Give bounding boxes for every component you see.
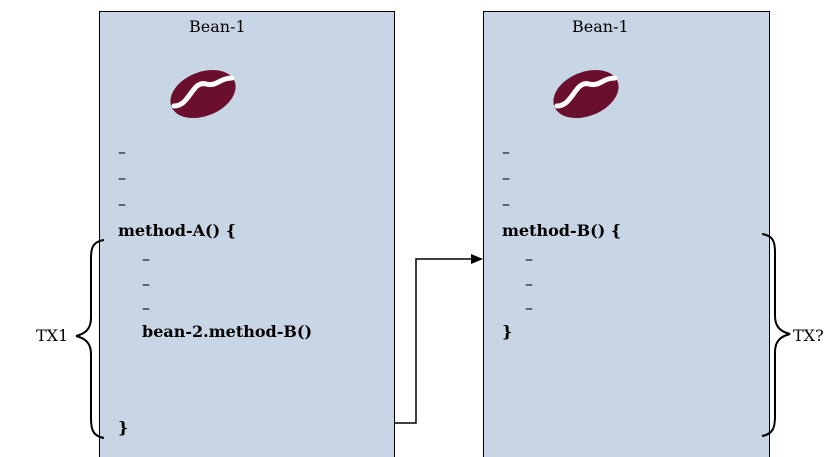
code-line: –	[502, 194, 510, 213]
code-line: –	[118, 142, 126, 161]
bean-box-right	[483, 11, 770, 457]
code-line: –	[525, 274, 533, 293]
coffee-bean-icon	[553, 69, 619, 119]
tx-unknown-label: TX?	[793, 326, 824, 345]
method-call: bean-2.method-B()	[142, 322, 313, 341]
tx-unknown-brace	[761, 233, 791, 437]
call-arrow	[394, 254, 483, 424]
tx1-label: TX1	[36, 326, 69, 345]
method-b-signature: method-B() {	[502, 221, 622, 240]
code-line: –	[142, 274, 150, 293]
code-line: –	[502, 168, 510, 187]
tx1-brace	[75, 239, 105, 439]
bean-title-left: Bean-1	[189, 17, 246, 36]
bean-box-left	[99, 11, 395, 457]
code-line: –	[118, 194, 126, 213]
closing-brace-left: }	[118, 418, 129, 437]
code-line: –	[118, 168, 126, 187]
coffee-bean-icon	[170, 69, 236, 119]
code-line: –	[525, 249, 533, 268]
code-line: –	[525, 298, 533, 317]
code-line: –	[142, 249, 150, 268]
code-line: –	[142, 298, 150, 317]
bean-title-right: Bean-1	[572, 17, 629, 36]
closing-brace-right: }	[502, 322, 513, 341]
code-line: –	[502, 142, 510, 161]
method-a-signature: method-A() {	[118, 221, 237, 240]
